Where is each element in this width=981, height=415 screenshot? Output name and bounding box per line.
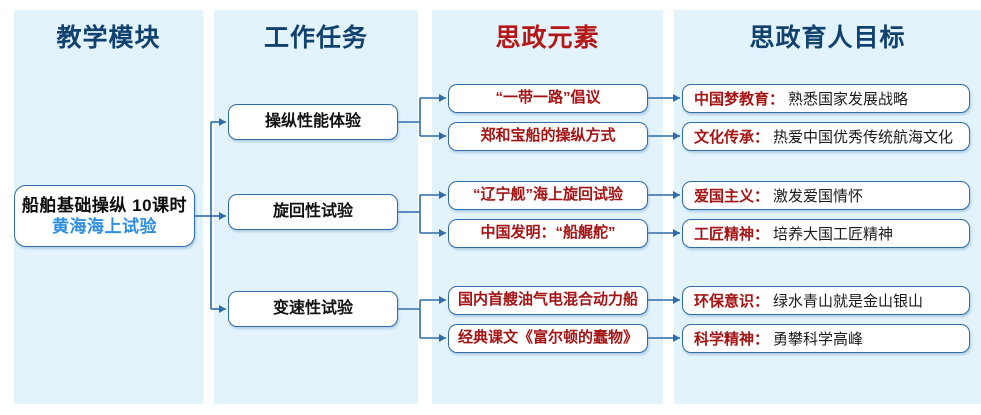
ideology-goal-value: 热爱中国优秀传统航海文化	[773, 129, 954, 146]
ideology-goal-value: 激发爱国情怀	[773, 188, 864, 205]
node-ideology-goal-2[interactable]: 爱国主义： 激发爱国情怀	[682, 181, 970, 210]
ideology-element-label: 中国发明：“船艉舵”	[480, 224, 616, 242]
ideology-goal-value: 绿水青山就是金山银山	[773, 293, 924, 310]
column-header-ideology-element: 思政元素	[495, 24, 600, 52]
node-ideology-goal-5[interactable]: 科学精神： 勇攀科学高峰	[682, 324, 970, 353]
ideology-goal-value: 勇攀科学高峰	[773, 331, 864, 348]
node-ideology-goal-1[interactable]: 文化传承： 热爱中国优秀传统航海文化	[682, 122, 970, 151]
node-ideology-goal-0[interactable]: 中国梦教育： 熟悉国家发展战略	[682, 84, 970, 113]
node-ideology-element-5[interactable]: 经典课文《富尔顿的蠢物》	[448, 324, 648, 353]
node-work-task-2[interactable]: 变速性试验	[228, 291, 398, 327]
node-ideology-goal-4[interactable]: 环保意识： 绿水青山就是金山银山	[682, 286, 970, 315]
ideology-element-label: “一带一路”倡议	[495, 89, 601, 107]
node-ideology-element-2[interactable]: “辽宁舰”海上旋回试验	[448, 181, 648, 210]
root-title-line2: 黄海海上试验	[52, 217, 157, 236]
ideology-goal-key: 爱国主义：	[694, 188, 770, 205]
ideology-goal-key: 工匠精神：	[694, 226, 770, 243]
ideology-element-label: 国内首艘油气电混合动力船	[457, 291, 638, 309]
node-ideology-element-0[interactable]: “一带一路”倡议	[448, 84, 648, 113]
node-work-task-0[interactable]: 操纵性能体验	[228, 104, 398, 140]
ideology-goal-key: 文化传承：	[694, 129, 770, 146]
ideology-element-label: 经典课文《富尔顿的蠢物》	[457, 329, 638, 347]
root-title-line1: 船舶基础操纵 10课时	[21, 195, 188, 215]
ideology-element-label: “辽宁舰”海上旋回试验	[472, 186, 623, 204]
work-task-label: 变速性试验	[272, 300, 353, 317]
node-ideology-element-1[interactable]: 郑和宝船的操纵方式	[448, 122, 648, 151]
node-ideology-element-4[interactable]: 国内首艘油气电混合动力船	[448, 286, 648, 315]
ideology-goal-value: 熟悉国家发展战略	[788, 91, 909, 108]
node-work-task-1[interactable]: 旋回性试验	[228, 194, 398, 230]
ideology-goal-value: 培养大国工匠精神	[773, 226, 894, 243]
work-task-label: 旋回性试验	[272, 203, 353, 220]
ideology-goal-key: 科学精神：	[694, 331, 770, 348]
node-teaching-module-root[interactable]: 船舶基础操纵 10课时 黄海海上试验	[14, 185, 195, 247]
column-header-teaching-module: 教学模块	[56, 24, 161, 52]
node-ideology-element-3[interactable]: 中国发明：“船艉舵”	[448, 219, 648, 248]
node-ideology-goal-3[interactable]: 工匠精神： 培养大国工匠精神	[682, 219, 970, 248]
column-header-work-task: 工作任务	[263, 24, 368, 52]
ideology-element-label: 郑和宝船的操纵方式	[480, 127, 616, 145]
work-task-label: 操纵性能体验	[264, 113, 361, 130]
ideology-goal-key: 中国梦教育：	[694, 91, 785, 108]
column-header-ideology-goal: 思政育人目标	[749, 24, 906, 52]
ideology-goal-key: 环保意识：	[694, 293, 770, 310]
